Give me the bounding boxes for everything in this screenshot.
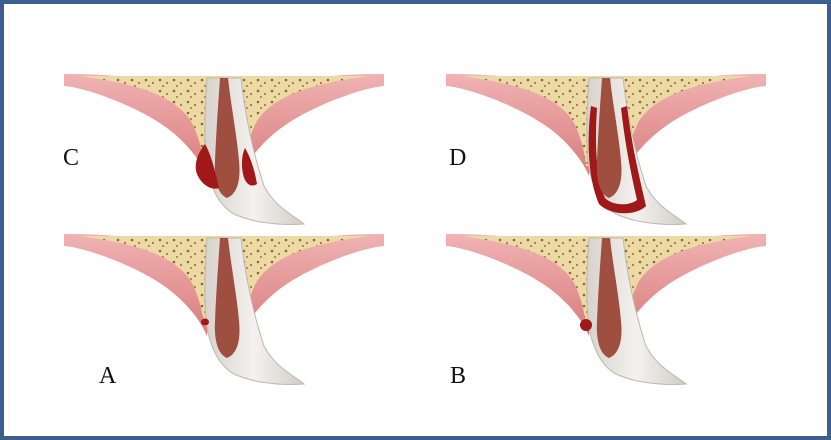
panel-d-illustration	[441, 66, 771, 231]
defect-small	[201, 319, 209, 326]
panel-d	[441, 66, 771, 231]
panel-c	[59, 66, 389, 231]
label-c: C	[63, 146, 79, 170]
defect-small	[580, 319, 592, 331]
label-d: D	[449, 146, 466, 170]
panel-b-illustration	[441, 226, 771, 391]
label-a: A	[99, 364, 116, 388]
label-b: B	[450, 364, 466, 388]
panel-b	[441, 226, 771, 391]
panel-c-illustration	[59, 66, 389, 231]
